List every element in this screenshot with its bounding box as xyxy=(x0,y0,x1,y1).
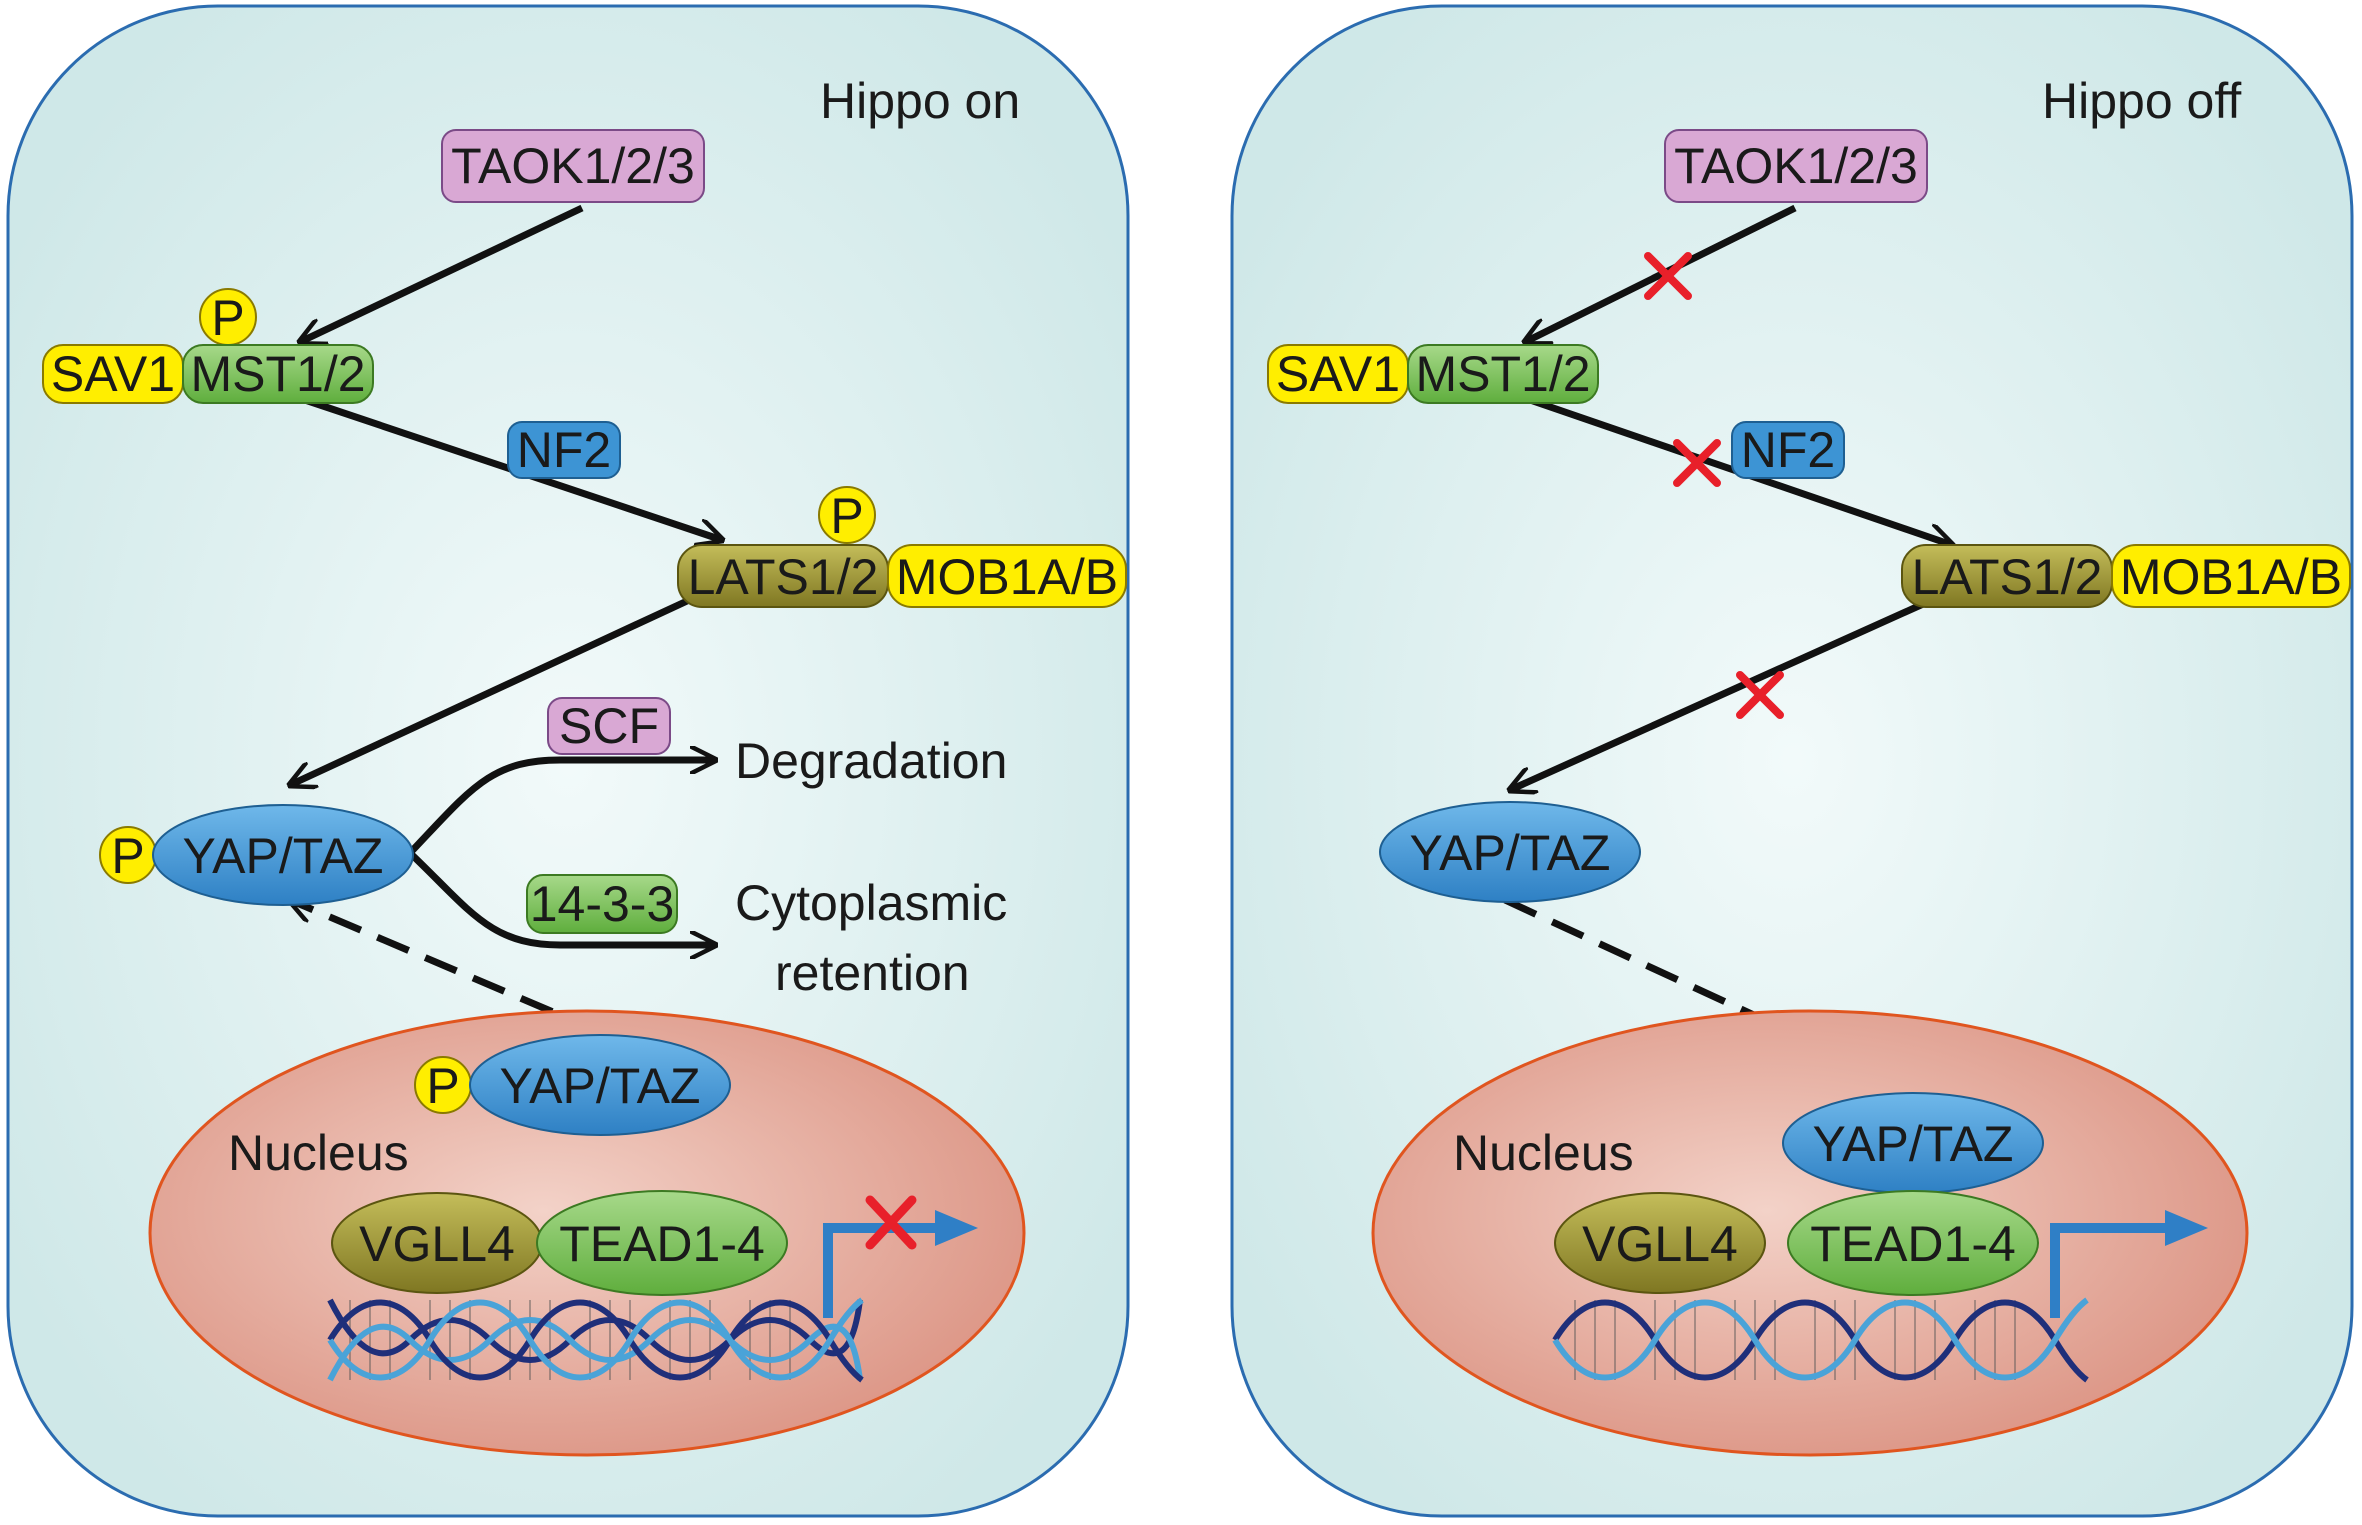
svg-text:VGLL4: VGLL4 xyxy=(1582,1216,1738,1272)
mst-box: MST1/2 xyxy=(1407,344,1599,404)
label-nucleus: Nucleus xyxy=(1453,1125,1634,1181)
transcription-arrow-active xyxy=(2050,1223,2165,1318)
svg-text:YAP/TAZ: YAP/TAZ xyxy=(1410,825,1611,881)
svg-text:P: P xyxy=(211,290,244,346)
mob-box: MOB1A/B xyxy=(887,544,1127,608)
inhibit-x-taok xyxy=(1644,252,1692,300)
svg-text:MST1/2: MST1/2 xyxy=(1415,346,1590,402)
vgll4: VGLL4 xyxy=(331,1192,543,1294)
arrow-taok-to-mst xyxy=(300,204,584,342)
scf-box: SCF xyxy=(547,697,671,755)
label-nucleus: Nucleus xyxy=(228,1125,409,1181)
yap-taz-cytoplasm: YAP/TAZ xyxy=(1379,801,1641,903)
yap-taz-nucleus: YAP/TAZ xyxy=(1782,1092,2044,1194)
svg-text:YAP/TAZ: YAP/TAZ xyxy=(183,828,384,884)
phospho-lats: P xyxy=(818,486,876,544)
svg-text:MOB1A/B: MOB1A/B xyxy=(2120,549,2342,605)
vgll4: VGLL4 xyxy=(1554,1192,1766,1294)
yap-taz-nucleus: YAP/TAZ xyxy=(469,1034,731,1136)
arrow-taok-to-mst xyxy=(1525,204,1797,342)
inhibit-x-mst xyxy=(1673,439,1721,487)
svg-text:P: P xyxy=(830,488,863,544)
arrow-yap-to-retention xyxy=(407,850,715,945)
svg-text:NF2: NF2 xyxy=(517,422,611,478)
sav1-box: SAV1 xyxy=(1267,344,1409,404)
taok-box: TAOK1/2/3 xyxy=(441,129,705,203)
svg-text:YAP/TAZ: YAP/TAZ xyxy=(500,1058,701,1114)
nf2-box: NF2 xyxy=(1731,421,1845,479)
svg-text:TAOK1/2/3: TAOK1/2/3 xyxy=(1674,138,1918,194)
lats-box: LATS1/2 xyxy=(677,544,889,608)
arrow-lats-to-yap xyxy=(1510,596,1934,790)
phospho-yap-nuc: P xyxy=(414,1056,472,1114)
tead: TEAD1-4 xyxy=(536,1190,788,1296)
dashed-arrow-cytoplasm-to-nucleus xyxy=(1503,896,1890,1078)
mob-box: MOB1A/B xyxy=(2111,544,2351,608)
svg-text:P: P xyxy=(111,828,144,884)
sav1-box: SAV1 xyxy=(42,344,184,404)
svg-text:TAOK1/2/3: TAOK1/2/3 xyxy=(451,138,695,194)
svg-text:NF2: NF2 xyxy=(1741,422,1835,478)
svg-text:MOB1A/B: MOB1A/B xyxy=(896,549,1118,605)
dna-helix xyxy=(1552,1297,2089,1383)
svg-text:MST1/2: MST1/2 xyxy=(190,346,365,402)
panel-hippo-on: Hippo on TAOK1/2/3 P SAV1 MST1/2 xyxy=(6,4,1130,1518)
svg-text:LATS1/2: LATS1/2 xyxy=(1912,549,2103,605)
svg-text:SAV1: SAV1 xyxy=(51,346,175,402)
svg-text:TEAD1-4: TEAD1-4 xyxy=(1810,1216,2016,1272)
phospho-yap-cyto: P xyxy=(99,826,157,884)
transcription-arrowhead xyxy=(2165,1210,2208,1246)
panel-hippo-off: Hippo off TAOK1/2/3 SAV1 MST1/2 xyxy=(1230,4,2354,1518)
panel-title: Hippo on xyxy=(820,73,1020,129)
arrow-lats-to-yap xyxy=(290,591,702,785)
dashed-arrow-nucleus-to-cytoplasm xyxy=(290,900,602,1036)
label-degradation: Degradation xyxy=(735,733,1007,789)
svg-text:YAP/TAZ: YAP/TAZ xyxy=(1813,1116,2014,1172)
fourteen-three-three-box: 14-3-3 xyxy=(526,874,678,934)
svg-text:P: P xyxy=(426,1058,459,1114)
lats-box: LATS1/2 xyxy=(1901,544,2113,608)
mst-box: MST1/2 xyxy=(182,344,374,404)
transcription-arrowhead xyxy=(935,1210,978,1246)
panel-title: Hippo off xyxy=(2042,73,2241,129)
svg-text:14-3-3: 14-3-3 xyxy=(530,876,675,932)
svg-text:SAV1: SAV1 xyxy=(1276,346,1400,402)
svg-text:LATS1/2: LATS1/2 xyxy=(688,549,879,605)
yap-taz-cytoplasm: YAP/TAZ xyxy=(152,804,414,906)
label-retention: retention xyxy=(775,945,970,1001)
phospho-mst: P xyxy=(199,288,257,346)
taok-box: TAOK1/2/3 xyxy=(1664,129,1928,203)
inhibit-x-lats xyxy=(1736,671,1784,719)
nf2-box: NF2 xyxy=(507,421,621,479)
arrow-yap-to-degradation xyxy=(407,760,715,856)
svg-text:SCF: SCF xyxy=(559,698,659,754)
svg-text:VGLL4: VGLL4 xyxy=(359,1216,515,1272)
tead: TEAD1-4 xyxy=(1787,1190,2039,1296)
svg-text:TEAD1-4: TEAD1-4 xyxy=(559,1216,765,1272)
dna-helix xyxy=(327,1297,864,1383)
label-cytoplasmic: Cytoplasmic xyxy=(735,875,1007,931)
inhibit-x-transcription xyxy=(865,1195,917,1250)
